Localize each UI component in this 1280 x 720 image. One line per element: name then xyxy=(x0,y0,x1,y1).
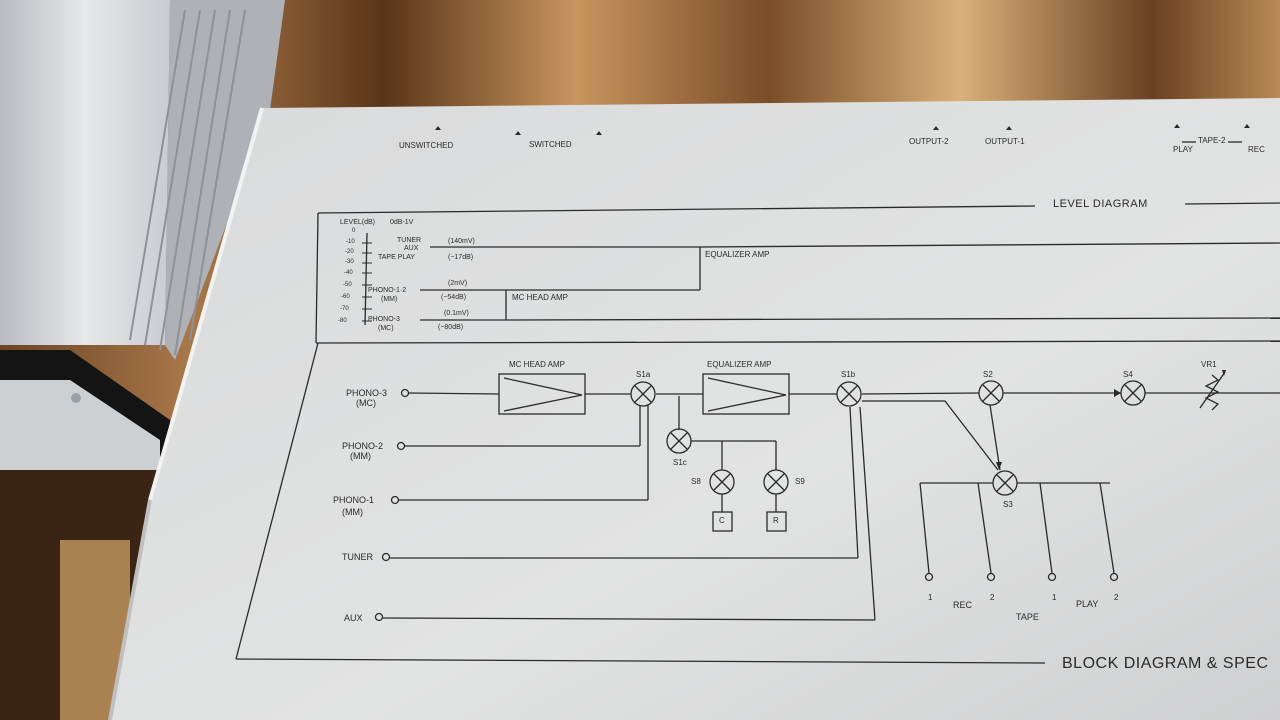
block-diagram-title: BLOCK DIAGRAM & SPEC xyxy=(1062,655,1269,672)
s1c-label: S1c xyxy=(673,458,687,467)
level-tuner-label: TUNER xyxy=(397,237,422,244)
s8-label: S8 xyxy=(691,477,701,486)
phono-3-sub: (MC) xyxy=(356,398,376,408)
level-axis-label: LEVEL(dB) xyxy=(340,219,376,226)
level-phono3-label: PHONO-3 xyxy=(368,316,400,323)
phono-2-sub: (MM) xyxy=(350,451,371,461)
level-value-80db: (−80dB) xyxy=(438,324,464,331)
tape-jack-1-number: 1 xyxy=(928,593,933,602)
tick-label: -10 xyxy=(346,239,355,245)
vr1-label: VR1 xyxy=(1201,360,1217,369)
phono-2-label: PHONO-2 xyxy=(342,441,384,451)
level-equalizer-amp-label: EQUALIZER AMP xyxy=(705,250,770,259)
level-tape-play-label: TAPE PLAY xyxy=(378,254,416,261)
tape-jack-3-number: 1 xyxy=(1052,593,1057,602)
level-phono3-sub: (MC) xyxy=(378,325,394,332)
level-value-140mv: (140mV) xyxy=(448,238,475,245)
level-aux-label: AUX xyxy=(404,245,419,252)
s1b-label: S1b xyxy=(841,370,856,379)
box-r-label: R xyxy=(773,516,779,525)
s3-label: S3 xyxy=(1003,500,1013,509)
level-mc-head-amp-label: MC HEAD AMP xyxy=(512,293,569,302)
tape-label: TAPE xyxy=(1016,612,1039,622)
phono-3-label: PHONO-3 xyxy=(346,388,388,398)
aux-label: AUX xyxy=(344,613,363,623)
tick-label: -60 xyxy=(341,294,350,300)
level-phono12-sub: (MM) xyxy=(381,296,398,303)
s9-label: S9 xyxy=(795,477,805,486)
switched-label: SWITCHED xyxy=(529,140,572,149)
tape-rec-label: REC xyxy=(1248,145,1265,154)
output-2-label: OUTPUT-2 xyxy=(909,137,949,146)
tick-label: -20 xyxy=(345,249,354,255)
play-label: PLAY xyxy=(1076,599,1099,609)
tape-2-label: TAPE-2 xyxy=(1198,136,1226,145)
unswitched-label: UNSWITCHED xyxy=(399,141,454,150)
tick-label: -40 xyxy=(344,270,353,276)
output-1-label: OUTPUT-1 xyxy=(985,137,1025,146)
phono-1-label: PHONO-1 xyxy=(333,495,375,505)
level-value-17db: (−17dB) xyxy=(448,254,474,261)
s2-label: S2 xyxy=(983,370,993,379)
level-value-01mv: (0.1mV) xyxy=(444,310,469,317)
level-value-2mv: (2mV) xyxy=(448,280,468,287)
rec-label: REC xyxy=(953,600,973,610)
tape-jack-2-number: 2 xyxy=(990,593,995,602)
level-diagram-title: LEVEL DIAGRAM xyxy=(1053,198,1148,210)
level-phono12-label: PHONO-1·2 xyxy=(368,287,407,294)
level-value-54db: (−54dB) xyxy=(441,294,467,301)
tape-play-label: PLAY xyxy=(1173,145,1193,154)
box-c-label: C xyxy=(719,516,725,525)
tuner-label: TUNER xyxy=(342,552,373,562)
tick-label: -70 xyxy=(340,306,349,312)
tick-label: -30 xyxy=(345,259,354,265)
equalizer-amp-label: EQUALIZER AMP xyxy=(707,360,772,369)
tape-jack-4-number: 2 xyxy=(1114,593,1119,602)
s4-label: S4 xyxy=(1123,370,1133,379)
tick-label: -80 xyxy=(338,318,347,324)
phono-1-sub: (MM) xyxy=(342,507,363,517)
mc-head-amp-label: MC HEAD AMP xyxy=(509,360,566,369)
tick-label: 0 xyxy=(352,228,356,234)
level-reference-label: 0dB-1V xyxy=(390,219,414,226)
tick-label: -50 xyxy=(343,282,352,288)
s1a-label: S1a xyxy=(636,370,651,379)
